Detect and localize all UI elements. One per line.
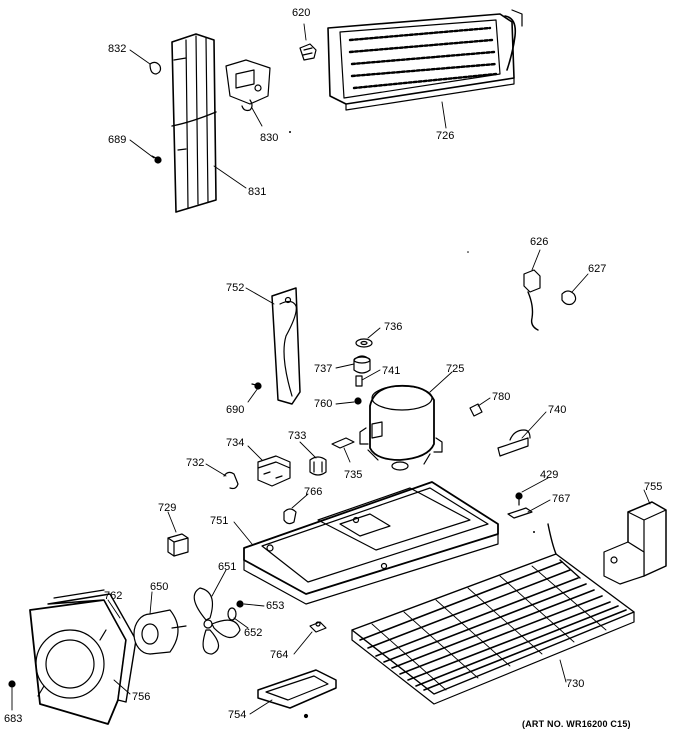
part-766-clip (283, 508, 297, 525)
part-737-mount (353, 355, 371, 374)
part-725-compressor (359, 384, 443, 471)
leader-lines (11, 23, 651, 715)
callout-725: 725 (446, 363, 465, 375)
callout-751: 751 (210, 515, 229, 527)
callout-764: 764 (270, 649, 289, 661)
part-732-clip (223, 471, 239, 490)
part-689-screw (151, 155, 162, 164)
part-730-coil (351, 523, 635, 705)
part-626-harness (523, 269, 541, 331)
part-752-bracket (271, 287, 301, 405)
part-734-relay (257, 455, 291, 487)
part-740-bracket (497, 429, 531, 457)
part-690-screw (251, 382, 262, 390)
callout-767: 767 (552, 493, 571, 505)
part-832-plug (149, 61, 162, 75)
stray-dots (289, 131, 535, 533)
part-764-clip (309, 621, 327, 633)
callout-740: 740 (548, 404, 567, 416)
part-627-clip (561, 290, 577, 306)
callout-755: 755 (644, 481, 663, 493)
part-741-spacer (355, 375, 363, 387)
part-755-bracket (603, 501, 667, 585)
callout-651: 651 (218, 561, 237, 573)
callout-734: 734 (226, 437, 245, 449)
callout-737: 737 (314, 363, 333, 375)
callout-754: 754 (228, 709, 247, 721)
part-754-tray (257, 669, 337, 719)
part-683-screw (8, 680, 16, 688)
callout-626: 626 (530, 236, 549, 248)
callout-735: 735 (344, 469, 363, 481)
callout-832: 832 (108, 43, 127, 55)
part-620-connector (299, 43, 317, 61)
part-651-fan-blade (193, 587, 241, 655)
callout-766: 766 (304, 486, 323, 498)
callout-831: 831 (248, 186, 267, 198)
callout-726: 726 (436, 130, 455, 142)
callout-730: 730 (566, 678, 585, 690)
callout-690: 690 (226, 404, 245, 416)
callout-741: 741 (382, 365, 401, 377)
part-831-channel (171, 33, 217, 213)
part-830-bracket (225, 59, 271, 112)
callout-429: 429 (540, 469, 559, 481)
part-652-washer (227, 607, 237, 621)
callout-729: 729 (158, 502, 177, 514)
part-729-capacitor (167, 533, 189, 557)
callout-760: 760 (314, 398, 333, 410)
callout-627: 627 (588, 263, 607, 275)
part-736-grommet (355, 338, 373, 348)
callout-733: 733 (288, 430, 307, 442)
callout-652: 652 (244, 627, 263, 639)
callout-689: 689 (108, 134, 127, 146)
callout-780: 780 (492, 391, 511, 403)
part-735-cover (331, 437, 355, 449)
callout-620: 620 (292, 7, 311, 19)
callout-752: 752 (226, 282, 245, 294)
part-650-fan-motor (133, 609, 187, 655)
part-429-screw (515, 492, 523, 506)
part-756-shroud (29, 599, 127, 725)
callout-732: 732 (186, 457, 205, 469)
part-733-overload (309, 456, 327, 476)
callout-683: 683 (4, 713, 23, 725)
callout-762: 762 (104, 590, 123, 602)
callout-650: 650 (150, 581, 169, 593)
part-760-screw (354, 397, 362, 405)
callout-830: 830 (260, 132, 279, 144)
art-number: (ART NO. WR16200 C15) (522, 719, 631, 729)
part-726-condenser (327, 9, 523, 111)
callout-756: 756 (132, 691, 151, 703)
part-751-base-pan (243, 481, 499, 605)
part-653-nut (236, 600, 244, 608)
callout-653: 653 (266, 600, 285, 612)
callout-736: 736 (384, 321, 403, 333)
part-767-bracket (507, 507, 533, 519)
part-780-clip (469, 403, 483, 417)
